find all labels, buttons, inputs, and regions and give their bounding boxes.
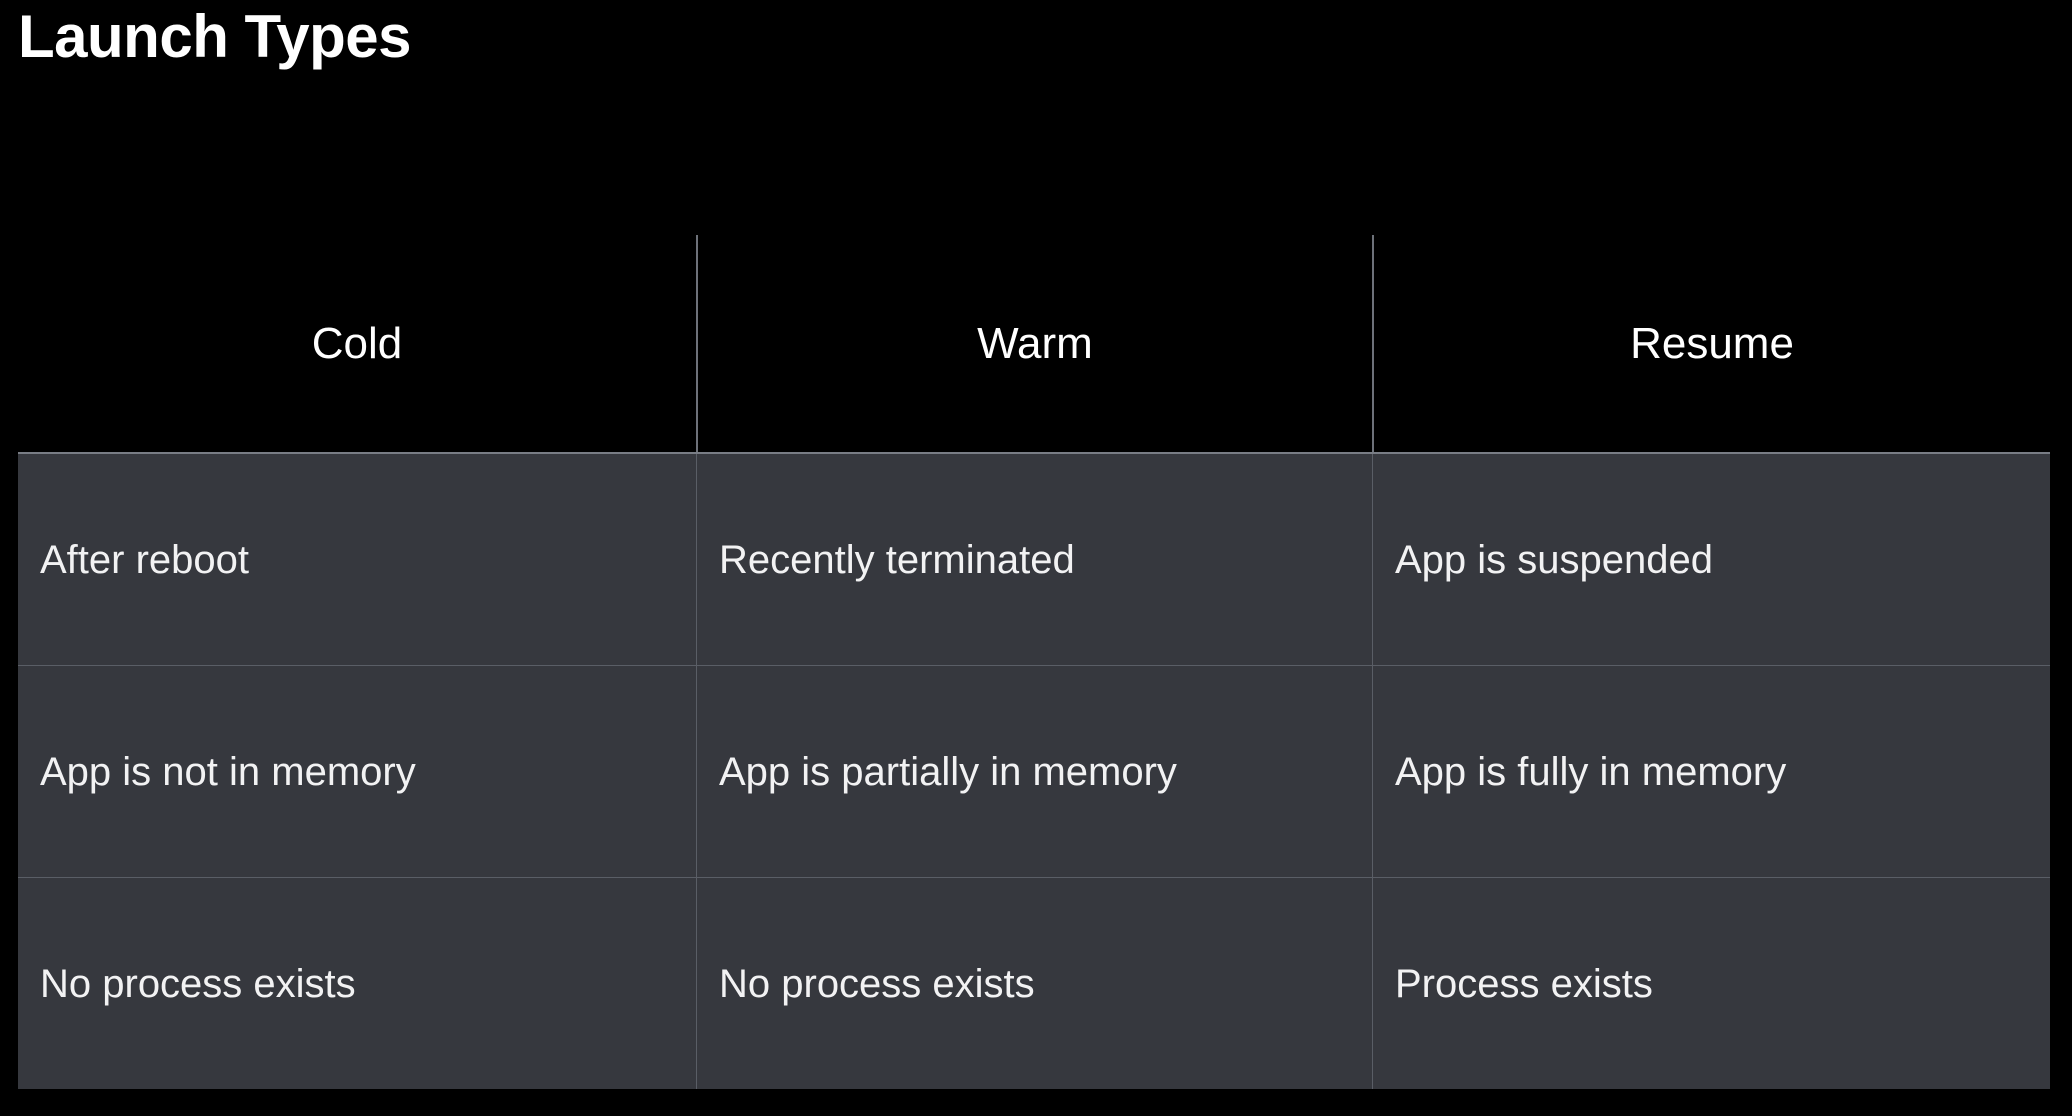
table-cell-text: App is not in memory [40,749,416,794]
table-cell: No process exists [696,878,1372,1089]
table-row: After reboot Recently terminated App is … [18,454,2050,665]
table-cell-text: Process exists [1395,961,1653,1006]
column-header-warm: Warm [696,235,1372,452]
table-cell-text: After reboot [40,537,250,582]
table-header-row: Cold Warm Resume [18,235,2050,452]
table-cell: App is suspended [1372,454,2050,665]
column-header-resume: Resume [1372,235,2050,452]
launch-types-table: Cold Warm Resume After reboot Recently t… [18,235,2050,1092]
column-header-label: Resume [1630,318,1794,368]
table-row: No process exists No process exists Proc… [18,877,2050,1089]
table-cell: No process exists [18,878,696,1089]
table-cell: App is not in memory [18,666,696,877]
table-cell-text: Recently terminated [719,537,1075,582]
table-cell-text: App is suspended [1395,537,1714,582]
table-cell-text: App is fully in memory [1395,749,1787,794]
table-cell: After reboot [18,454,696,665]
table-body: After reboot Recently terminated App is … [18,452,2050,1089]
table-cell: App is partially in memory [696,666,1372,877]
table-cell: Process exists [1372,878,2050,1089]
page-title: Launch Types [18,3,411,70]
table-cell-text: App is partially in memory [719,749,1177,794]
table-cell: Recently terminated [696,454,1372,665]
table-cell-text: No process exists [40,961,356,1006]
column-header-label: Cold [311,318,403,368]
table-cell: App is fully in memory [1372,666,2050,877]
column-header-label: Warm [977,318,1093,368]
column-header-cold: Cold [18,235,696,452]
table-cell-text: No process exists [719,961,1035,1006]
table-row: App is not in memory App is partially in… [18,665,2050,877]
